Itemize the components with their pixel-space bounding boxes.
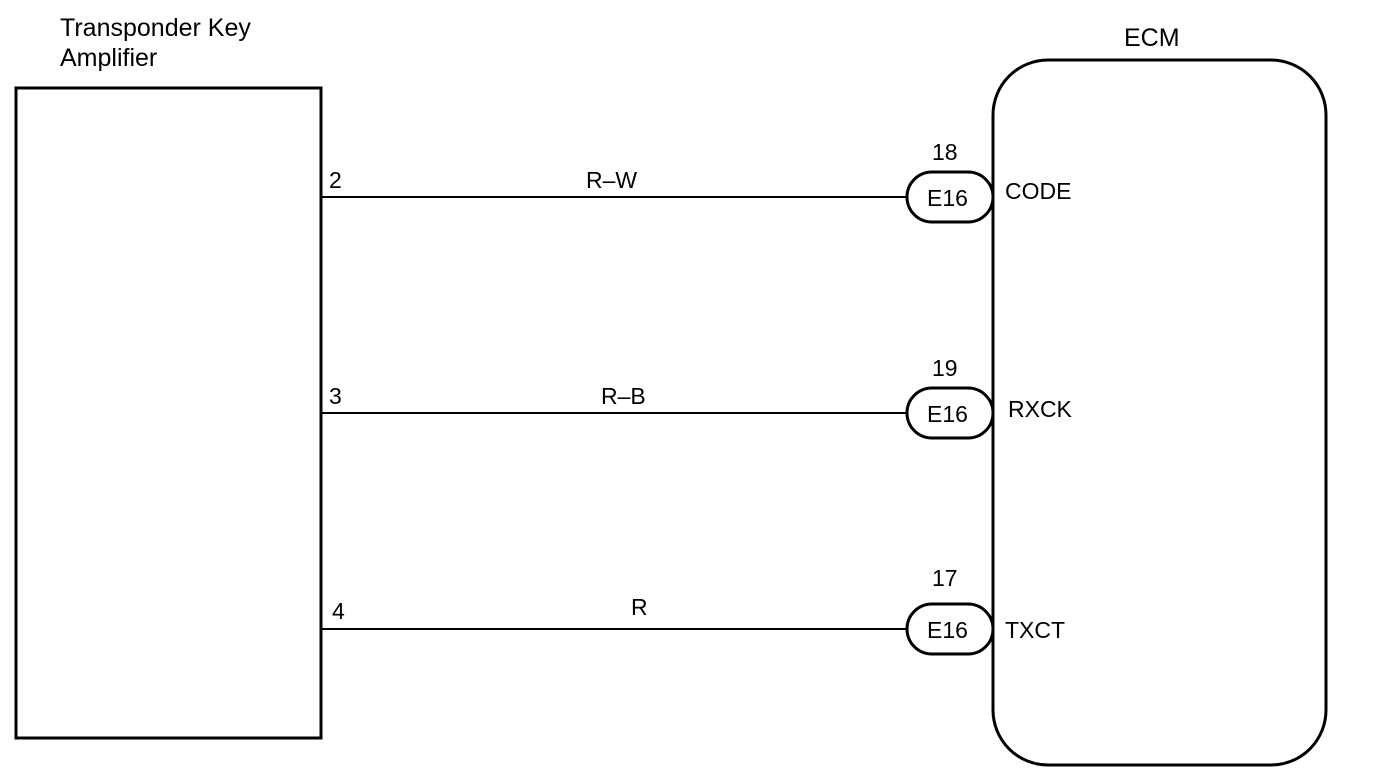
connector-oval xyxy=(905,386,995,440)
ecm-pin-label: 19 xyxy=(932,355,958,381)
wire-color-code: R xyxy=(631,594,648,620)
ecm-title: ECM xyxy=(1124,24,1180,52)
amp-pin-label: 4 xyxy=(332,598,345,624)
wire-row-code: 2 R–W 18 E16 CODE xyxy=(321,139,1071,224)
amplifier-title-line2: Amplifier xyxy=(60,44,157,72)
ecm-pin-label: 18 xyxy=(932,139,958,165)
wire-row-txct: 4 R 17 E16 TXCT xyxy=(321,565,1065,656)
connector-oval xyxy=(905,170,995,224)
connector-label: E16 xyxy=(927,401,968,427)
wire-row-rxck: 3 R–B 19 E16 RXCK xyxy=(321,355,1073,440)
amp-pin-label: 3 xyxy=(329,383,342,409)
amplifier-box xyxy=(14,86,323,740)
wire-color-code: R–W xyxy=(586,167,637,193)
connector-label: E16 xyxy=(927,617,968,643)
amp-pin-label: 2 xyxy=(329,167,342,193)
signal-label: RXCK xyxy=(1008,396,1073,422)
connector-label: E16 xyxy=(927,185,968,211)
signal-label: CODE xyxy=(1005,178,1071,204)
connector-oval xyxy=(905,602,995,656)
wire-color-code: R–B xyxy=(601,383,646,409)
signal-label: TXCT xyxy=(1005,617,1065,643)
amplifier-title-line1: Transponder Key xyxy=(60,14,251,42)
ecm-pin-label: 17 xyxy=(932,565,958,591)
